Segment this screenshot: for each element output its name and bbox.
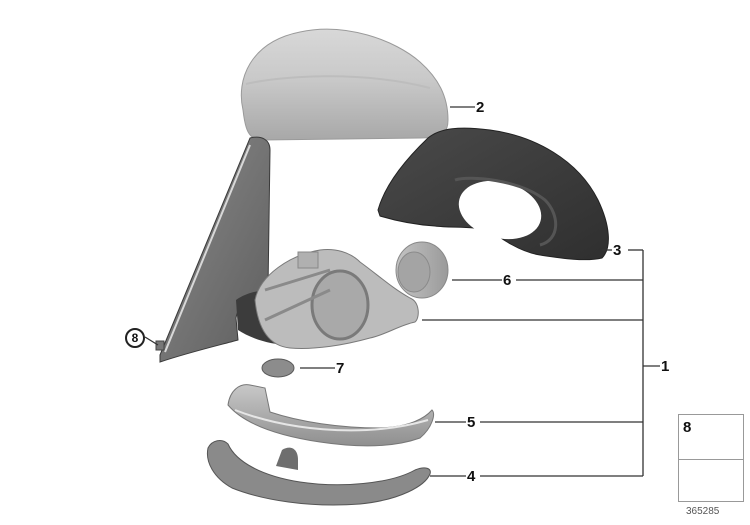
part-8-screw (155, 340, 165, 351)
leader-lines (144, 106, 660, 477)
callout-5: 5 (467, 414, 476, 431)
callout-4: 4 (467, 468, 476, 485)
legend-number: 8 (683, 419, 692, 436)
callout-8-circled: 8 (125, 328, 145, 348)
mirror-carrier-mechanism (254, 249, 419, 349)
reference-number: 365285 (686, 506, 720, 517)
part-7-cover-plate (261, 358, 295, 378)
legend-screw-section: 8 (679, 415, 743, 460)
callout-7: 7 (336, 360, 345, 377)
part-5-turn-signal (227, 384, 434, 447)
part-2-mirror-cap (240, 28, 449, 141)
callout-1: 1 (661, 358, 670, 375)
part-6-motor (395, 241, 449, 299)
callout-2: 2 (476, 99, 485, 116)
part-3-housing-frame (377, 127, 609, 261)
callout-6: 6 (503, 272, 512, 289)
part-4-lower-cover (206, 440, 431, 506)
legend-box: 8 (678, 414, 744, 502)
callout-3: 3 (613, 242, 622, 259)
